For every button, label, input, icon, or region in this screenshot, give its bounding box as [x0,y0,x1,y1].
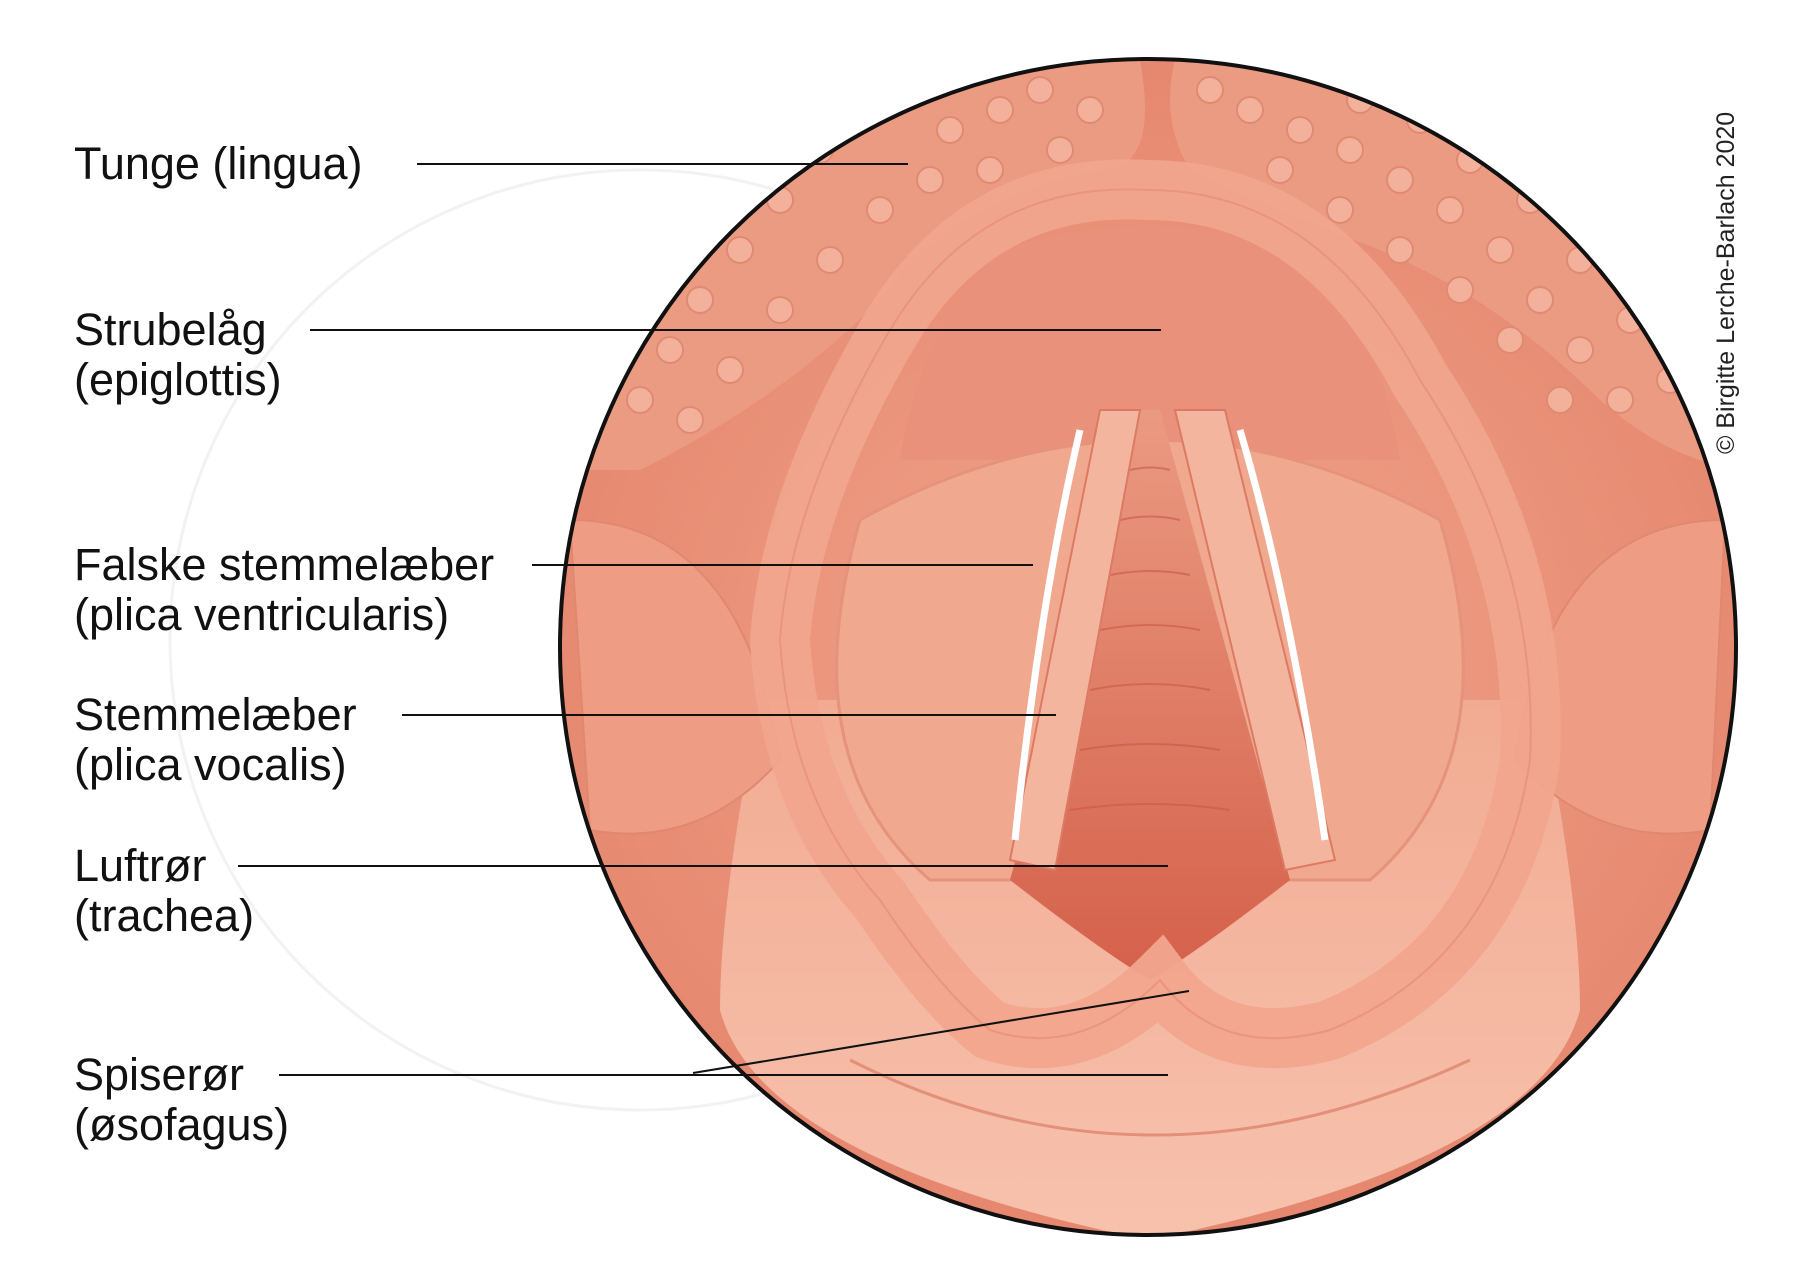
trachea [1010,410,1290,980]
label-name: Stemmelæber [74,689,357,740]
label-tongue: Tunge (lingua) [74,139,363,189]
label-name: Luftrør [74,840,207,891]
vocal-cord-right [1173,409,1337,872]
label-trachea: Luftrør (trachea) [74,841,254,941]
label-latin: (plica vocalis) [74,739,347,790]
view-circle [558,57,1738,1237]
label-latin: (øsofagus) [74,1099,290,1150]
label-false-vocal-cords: Falske stemmelæber (plica ventricularis) [74,540,494,640]
label-epiglottis: Strubelåg (epiglottis) [74,305,282,405]
epiglottis [900,225,1400,460]
label-name: Strubelåg [74,304,267,355]
leader-line-esophagus-diagonal [692,990,1190,1074]
label-latin: (epiglottis) [74,354,282,405]
label-name: Spiserør [74,1049,245,1100]
label-esophagus: Spiserør (øsofagus) [74,1050,289,1150]
label-latin: (plica ventricularis) [74,589,450,640]
label-name: Tunge (lingua) [74,138,363,189]
leader-lines [238,163,1190,1076]
label-vocal-cords: Stemmelæber (plica vocalis) [74,690,357,790]
vocal-cord-left [1008,409,1142,872]
label-latin: (trachea) [74,890,255,941]
copyright-notice: © Birgitte Lerche-Barlach 2020 [1712,111,1740,454]
label-name: Falske stemmelæber [74,539,495,590]
